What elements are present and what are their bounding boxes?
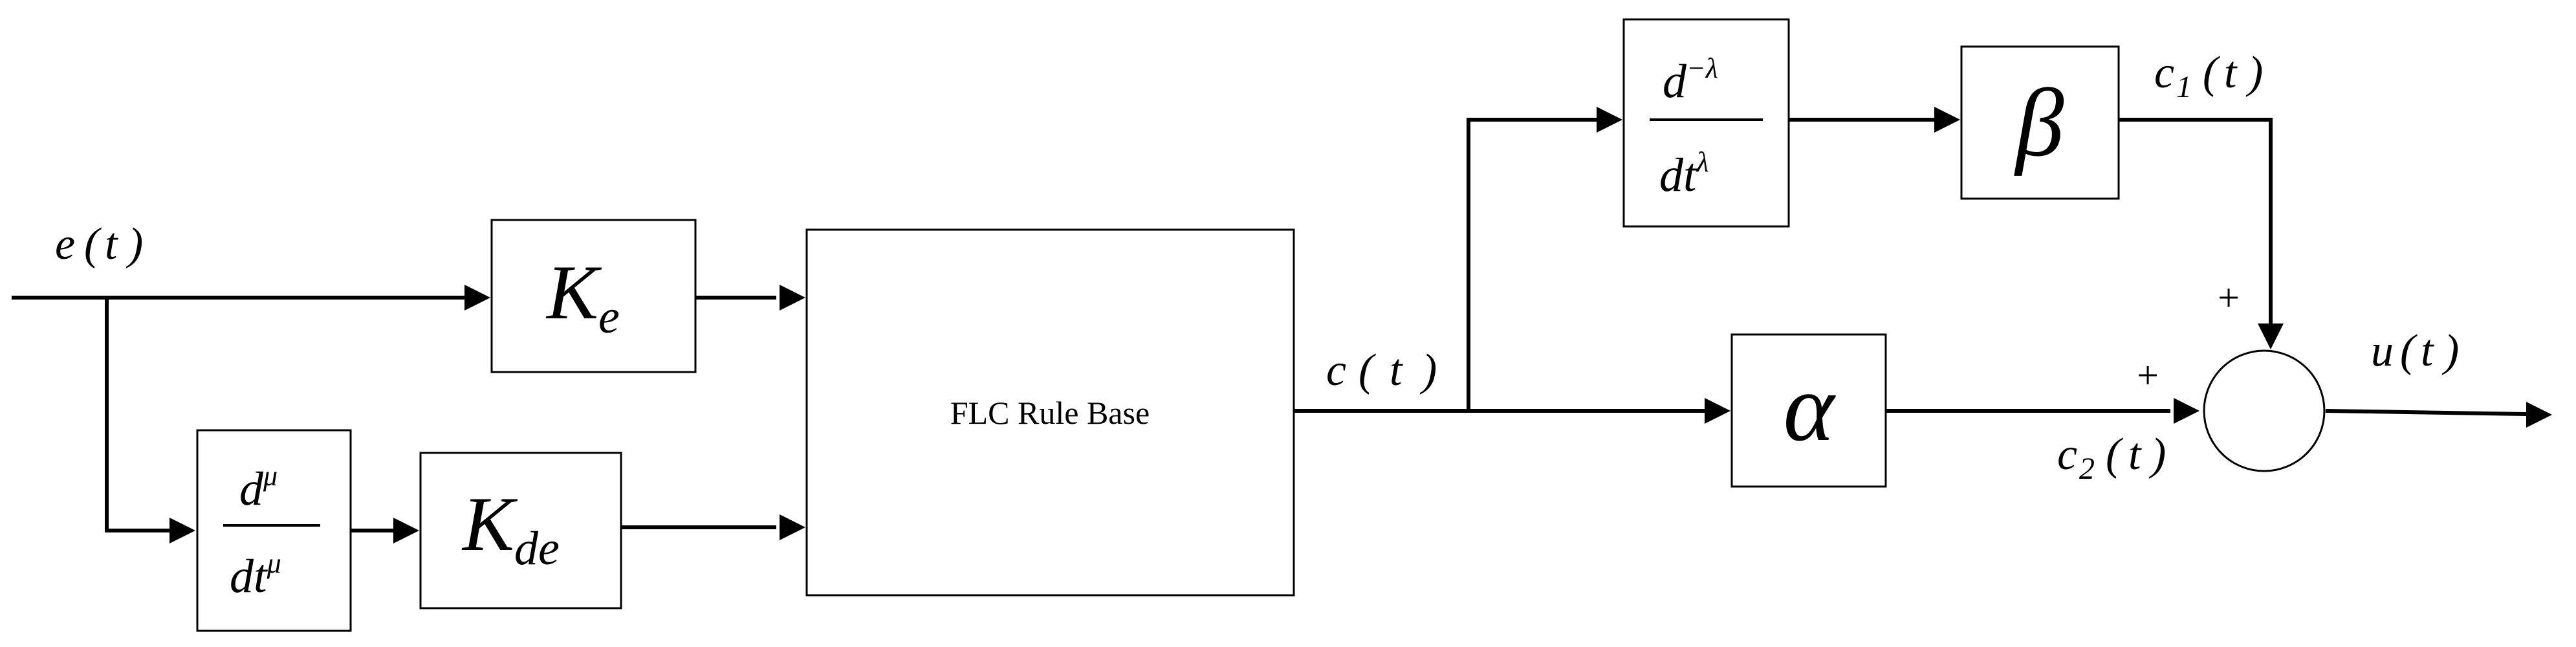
summing-top-sign: + (2218, 276, 2240, 319)
summing-junction: + + (2137, 276, 2326, 472)
svg-text:d−λ: d−λ (1663, 52, 1718, 108)
kde-symbol: K (461, 481, 518, 567)
arrow-output (2526, 402, 2552, 428)
svg-text:dμ: dμ (239, 460, 278, 516)
arrow-to-beta (1934, 107, 1960, 133)
signal-label-e: e ( t ) (55, 219, 143, 269)
ke-gain-block: Ke (490, 219, 697, 373)
integrator-branch-line (1467, 118, 1598, 411)
flc-rule-base-block: FLC Rule Base (805, 228, 1295, 597)
arrow-kde-to-flc (780, 514, 805, 540)
derivative-block: dμ dtμ (196, 429, 352, 632)
svg-text:dtλ: dtλ (1659, 146, 1709, 202)
svg-text:dtμ: dtμ (230, 547, 281, 603)
signal-c2-base: c (2057, 430, 2077, 479)
derivative-branch-line (105, 298, 169, 532)
svg-text:): ) (1419, 345, 1437, 395)
svg-text:(: ( (2106, 430, 2123, 479)
arrow-alpha-to-sum (2174, 398, 2199, 424)
svg-text:(: ( (2203, 48, 2220, 98)
svg-text:): ) (126, 219, 143, 269)
svg-text:): ) (2148, 430, 2166, 479)
derivative-denominator: dt (230, 550, 268, 603)
signal-label-c2: c 2 ( t ) (2057, 430, 2166, 486)
integrator-denominator-order: λ (1696, 146, 1709, 178)
svg-text:(: ( (84, 219, 102, 269)
arrow-to-alpha (1705, 398, 1730, 424)
beta-to-sum-line (2119, 118, 2273, 324)
arrow-to-ke (464, 285, 490, 311)
signal-e-arg: t (105, 219, 118, 269)
kde-gain-block: Kde (419, 452, 622, 609)
summing-left-sign: + (2137, 354, 2159, 397)
signal-c1-arg: t (2224, 48, 2238, 98)
signal-c1-base: c (2154, 48, 2174, 98)
ke-subscript: e (598, 291, 620, 344)
arrow-to-kde (393, 518, 419, 543)
signal-c2-sub: 2 (2079, 452, 2095, 486)
beta-symbol: β (2014, 69, 2064, 177)
arrow-to-derivative (169, 518, 195, 543)
svg-text:(: ( (1359, 345, 1376, 395)
kde-subscript: de (514, 522, 560, 575)
fractional-integrator-block: d−λ dtλ (1622, 18, 1790, 228)
svg-text:(: ( (2400, 326, 2418, 376)
derivative-numerator-order: μ (263, 460, 278, 492)
ke-symbol: K (545, 249, 602, 335)
integrator-numerator: d (1663, 55, 1687, 108)
signal-c1-sub: 1 (2176, 70, 2192, 104)
signal-c-arg: t (1390, 345, 1403, 395)
arrow-to-integrator (1597, 107, 1622, 133)
svg-text:): ) (2245, 48, 2263, 98)
svg-text:Ke: Ke (545, 249, 620, 344)
arrow-beta-to-sum (2258, 324, 2284, 349)
signal-label-c1: c 1 ( t ) (2154, 48, 2263, 104)
signal-u-base: u (2371, 326, 2394, 376)
svg-text:Kde: Kde (461, 481, 560, 575)
alpha-gain-block: α (1730, 333, 1887, 488)
signal-c-base: c (1326, 345, 1346, 395)
arrow-ke-to-flc (780, 285, 805, 311)
signal-label-u: u ( t ) (2371, 326, 2459, 376)
svg-text:): ) (2441, 326, 2459, 376)
derivative-denominator-order: μ (267, 547, 281, 579)
integrator-numerator-order: −λ (1686, 52, 1718, 84)
output-line (2325, 409, 2527, 416)
flc-rule-base-label: FLC Rule Base (950, 395, 1150, 431)
signal-c2-arg: t (2128, 430, 2142, 479)
alpha-symbol: α (1784, 354, 1837, 461)
signal-e-base: e (55, 219, 75, 269)
beta-gain-block: β (1960, 45, 2120, 200)
signal-u-arg: t (2421, 326, 2434, 376)
derivative-numerator: d (239, 463, 264, 516)
signal-label-c: c ( t ) (1326, 345, 1437, 395)
integrator-denominator: dt (1659, 149, 1698, 202)
